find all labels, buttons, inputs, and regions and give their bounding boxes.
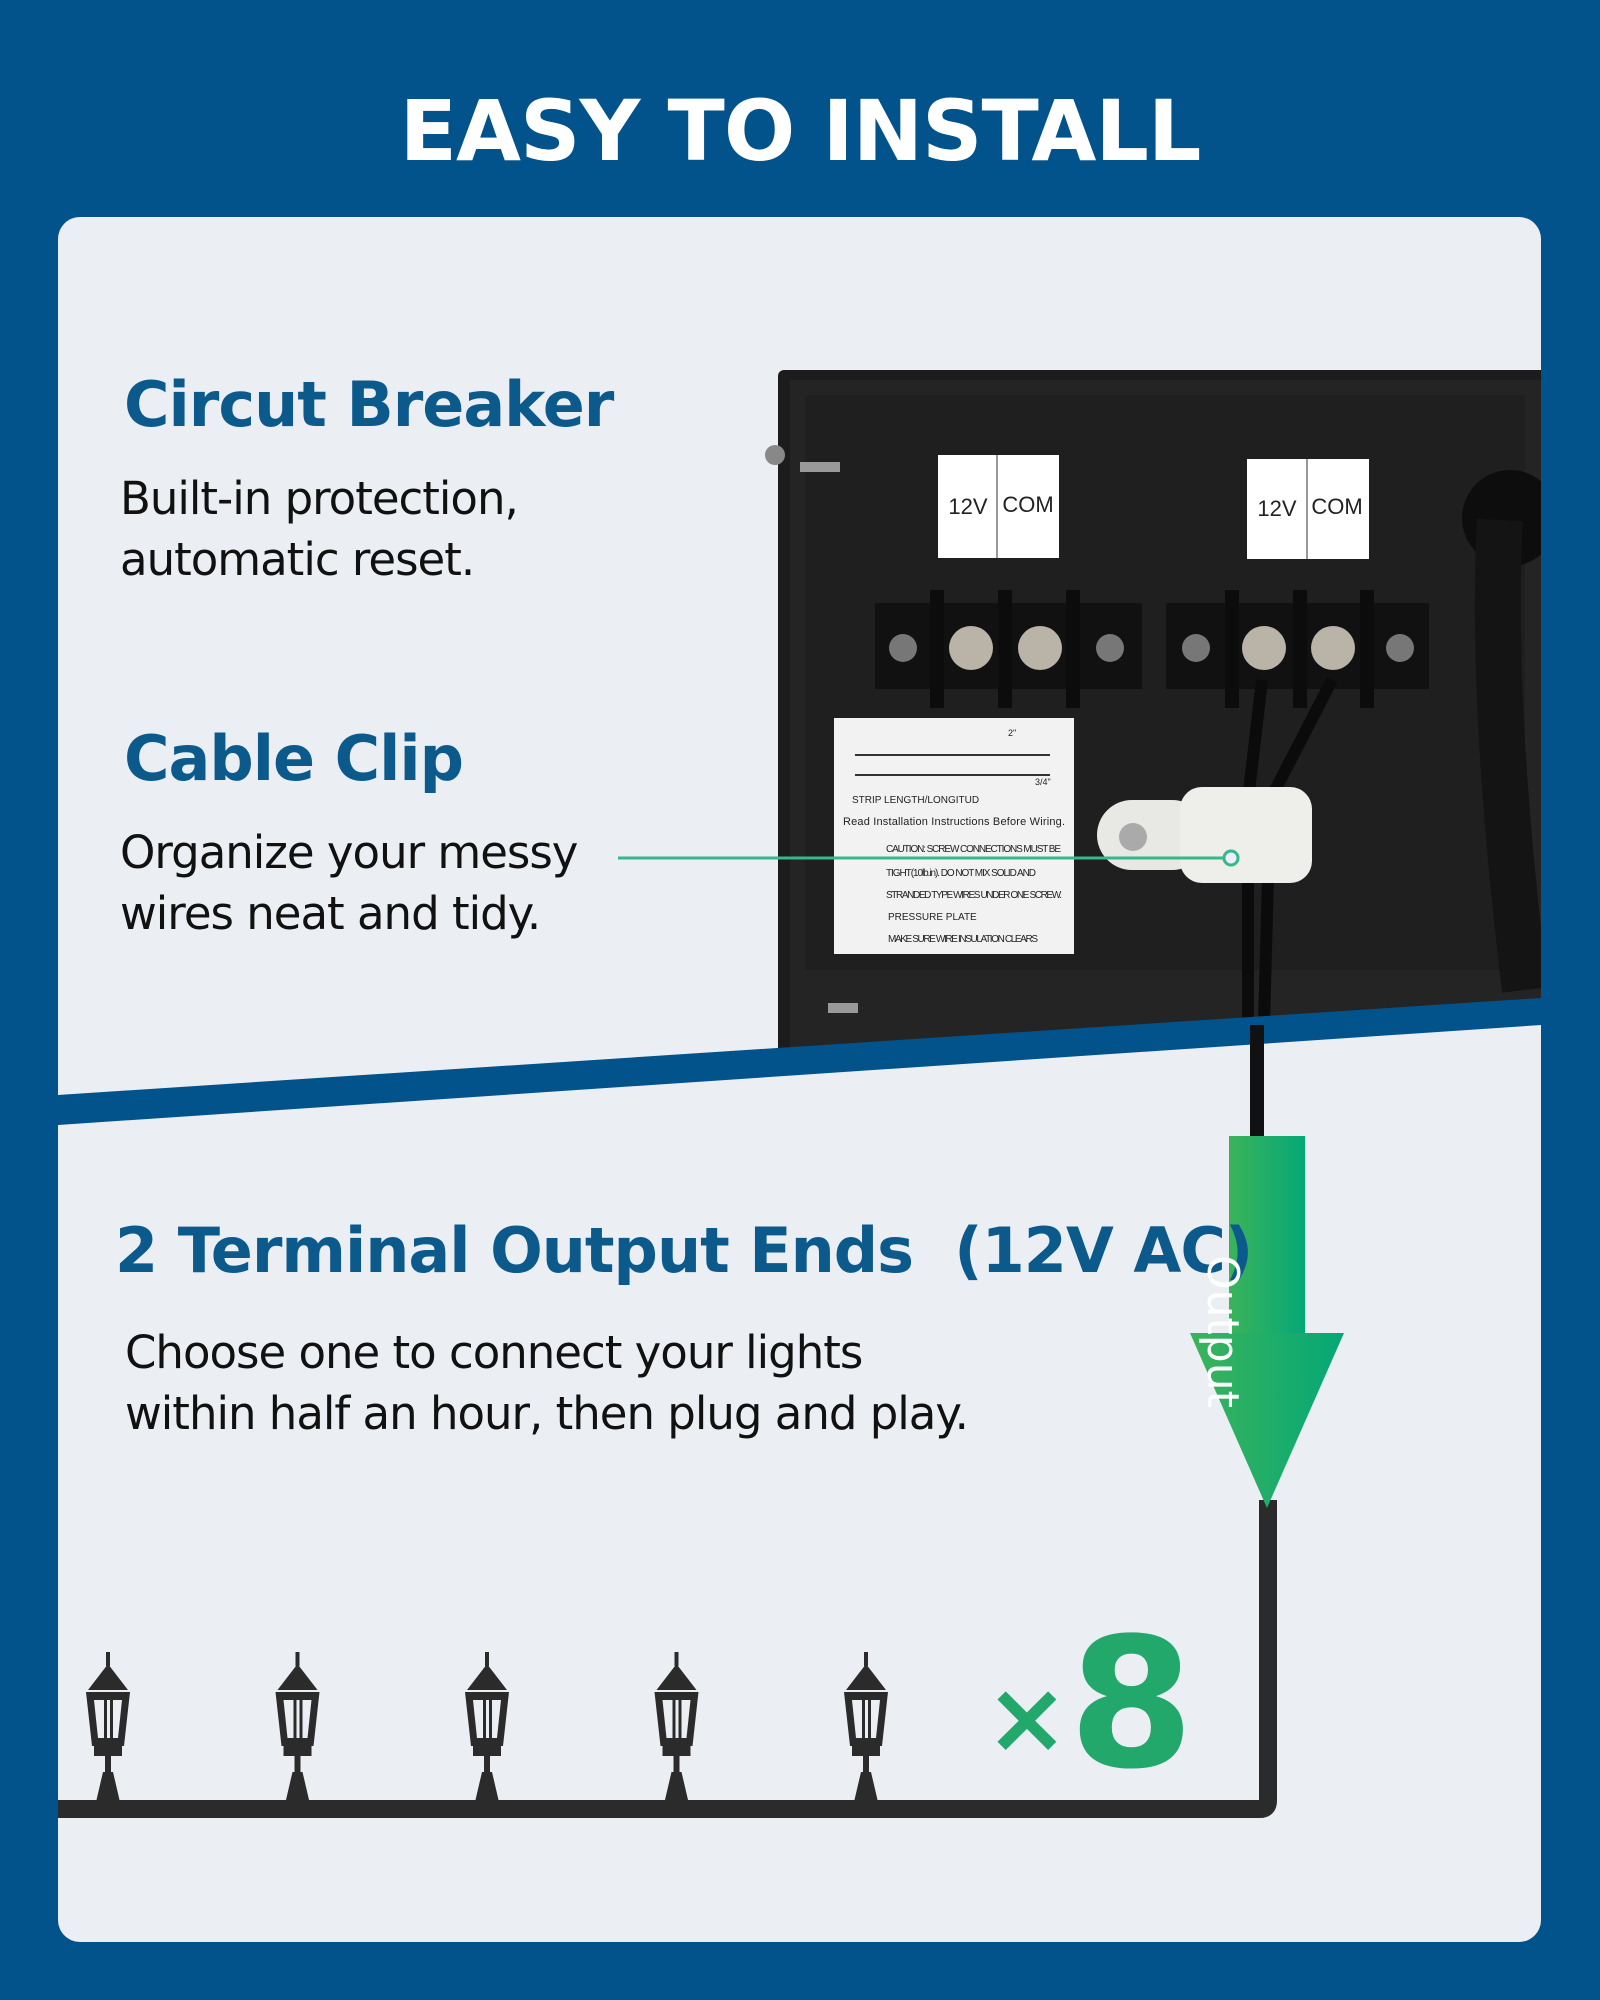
- output-arrow-icon: [1190, 1136, 1344, 1508]
- text-line: Built-in protection,: [120, 472, 519, 525]
- screw-icon: [800, 462, 840, 472]
- dim-label: 3/4": [1035, 777, 1051, 787]
- text-line: within half an hour, then plug and play.: [125, 1387, 969, 1440]
- text-line: automatic reset.: [120, 533, 475, 586]
- terminal-block-1: [875, 590, 1142, 708]
- terminal-block-2: [1166, 590, 1429, 708]
- heading-text: 2 Terminal Output Ends: [115, 1214, 914, 1287]
- sticker-line: PRESSURE PLATE: [888, 912, 977, 923]
- label-12v-1: 12V: [948, 494, 987, 519]
- lamp-wire: [58, 1500, 1277, 1818]
- lamp-post-icon: [275, 1652, 320, 1802]
- feature-text: Organize your messy wires neat and tidy.: [120, 822, 578, 944]
- text-line: Choose one to connect your lights: [125, 1326, 863, 1379]
- terminal-label-1: [938, 455, 1059, 558]
- multiplier-count: 8: [1068, 1600, 1195, 1809]
- label-com-2: COM: [1311, 494, 1362, 519]
- voltage-label: (12V AC): [954, 1214, 1253, 1287]
- cable-clip: [1097, 787, 1312, 883]
- feature-text: Choose one to connect your lights within …: [125, 1322, 969, 1444]
- multiply-sign: ×: [985, 1659, 1069, 1776]
- dim-label: 2": [1008, 728, 1016, 738]
- lamp-post-icon: [86, 1652, 130, 1802]
- wiring-sticker: [834, 718, 1074, 954]
- text-line: Organize your messy: [120, 826, 578, 879]
- sticker-line: STRANDED TYPE WIRES UNDER ONE SCREW.: [886, 890, 1062, 901]
- sticker-line: CAUTION: SCREW CONNECTIONS MUST BE: [886, 844, 1061, 855]
- lamp-post-icon: [465, 1652, 509, 1802]
- lamp-post-icon: [654, 1652, 699, 1802]
- text-line: wires neat and tidy.: [120, 887, 541, 940]
- feature-heading-cable-clip: Cable Clip: [124, 722, 464, 795]
- transformer-photo: [765, 370, 1541, 1095]
- callout-dot: [1222, 849, 1240, 867]
- sticker-line: STRIP LENGTH/LONGITUD: [852, 795, 979, 806]
- sticker-line: Read Installation Instructions Before Wi…: [843, 816, 1065, 828]
- lamp-post-icon: [844, 1652, 888, 1802]
- feature-text: Built-in protection, automatic reset.: [120, 468, 519, 590]
- lamp-multiplier: ×8: [985, 1600, 1194, 1809]
- sticker-line: MAKE SURE WIRE INSULATION CLEARS: [888, 934, 1038, 945]
- label-com-1: COM: [1002, 492, 1053, 517]
- label-12v-2: 12V: [1257, 496, 1296, 521]
- feature-heading-circuit-breaker: Circut Breaker: [124, 368, 614, 441]
- output-label: Output: [1197, 1255, 1248, 1408]
- sticker-line: TIGHT(10lb.in). DO NOT MIX SOLID AND: [886, 868, 1036, 879]
- page-title: EASY TO INSTALL: [399, 82, 1202, 180]
- feature-heading-output-ends: 2 Terminal Output Ends (12V AC): [115, 1214, 1253, 1287]
- divider-band: [58, 998, 1541, 1125]
- terminal-label-2: [1247, 459, 1369, 559]
